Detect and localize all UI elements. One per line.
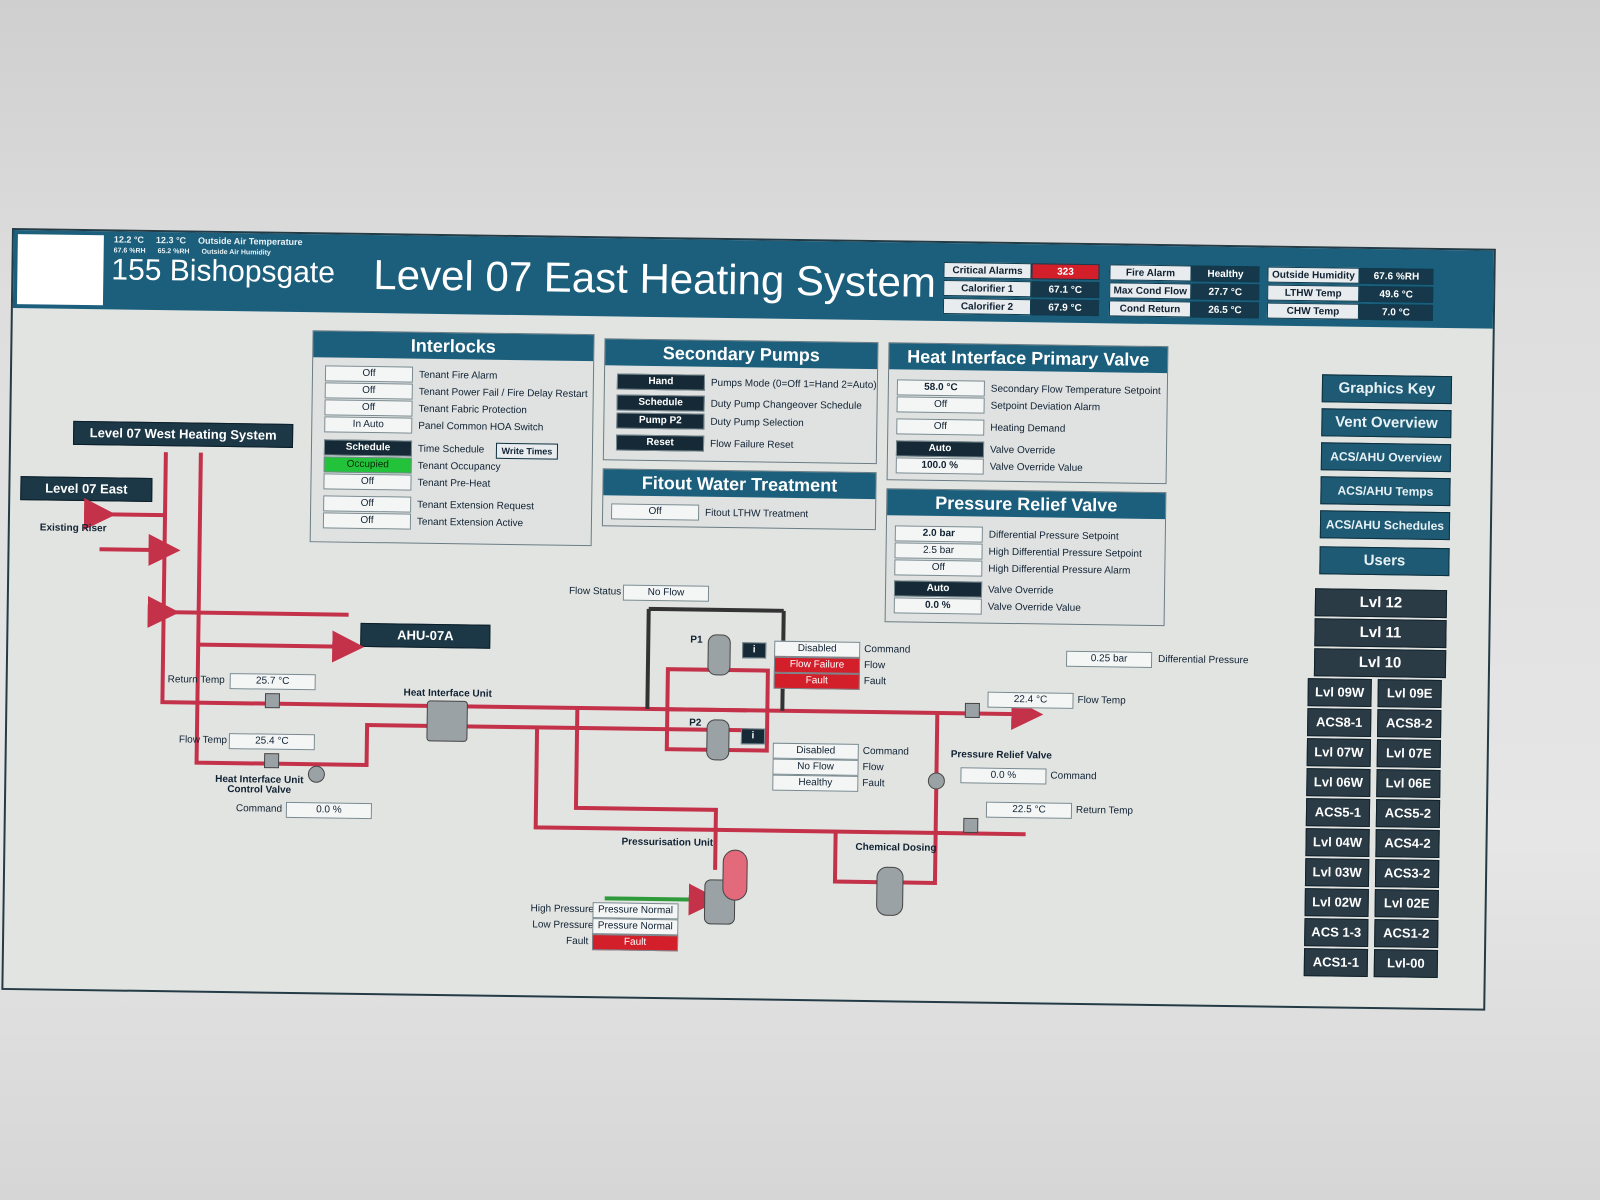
level-button[interactable]: Lvl 03W (1304, 858, 1370, 888)
lvl-11-button[interactable]: Lvl 11 (1314, 618, 1447, 649)
graphics-key-button[interactable]: Graphics Key (1321, 374, 1453, 405)
level-button[interactable]: Lvl-00 (1373, 949, 1439, 978)
level-button[interactable]: Lvl 02W (1304, 888, 1369, 918)
chw-temp-value: 7.0 °C (1358, 303, 1434, 321)
outside-humidity-value: 67.6 %RH (1359, 267, 1434, 285)
sec-flow-temp-label: Flow Temp (1077, 694, 1126, 707)
high-pressure-label: High Pressure (530, 903, 594, 916)
level-button[interactable]: ACS1-1 (1303, 948, 1369, 978)
return-temp-label: Return Temp (167, 674, 225, 687)
p1-flow-label: Flow (863, 659, 886, 672)
pump-p1-label: P1 (690, 634, 703, 646)
p2-command-status: Disabled (772, 742, 859, 760)
diff-pressure-value: 0.25 bar (1065, 650, 1153, 668)
high-pressure-value: Pressure Normal (592, 902, 679, 920)
prv-command-label: Command (1050, 770, 1097, 783)
low-pressure-value: Pressure Normal (592, 918, 679, 936)
hiu-command-label: Command (235, 803, 283, 815)
pump-p2-icon (706, 719, 730, 761)
sec-return-temp-label: Return Temp (1075, 804, 1134, 817)
diff-pressure-label: Differential Pressure (1158, 654, 1249, 667)
p2-flow-status: No Flow (772, 758, 859, 776)
acs-schedules-button[interactable]: ACS/AHU Schedules (1319, 510, 1451, 541)
level-button[interactable]: Lvl 02E (1374, 889, 1439, 918)
flow-status-value: No Flow (622, 584, 710, 602)
level-button[interactable]: ACS5-2 (1375, 799, 1441, 828)
acs-overview-button[interactable]: ACS/AHU Overview (1320, 442, 1452, 473)
flow-temp-value: 25.4 °C (228, 733, 315, 751)
lvl-10-button[interactable]: Lvl 10 (1313, 648, 1447, 679)
level-button[interactable]: ACS5-1 (1305, 798, 1371, 828)
sec-return-sensor-icon (963, 817, 979, 834)
level-button[interactable]: ACS1-2 (1374, 919, 1439, 948)
p1-fault-label: Fault (863, 675, 887, 688)
pump-p1-icon (707, 634, 731, 676)
pipe-schematic (83, 452, 1044, 925)
lthw-temp-value: 49.6 °C (1359, 285, 1434, 303)
sec-return-temp-value: 22.5 °C (985, 801, 1073, 819)
return-pipe (160, 452, 748, 713)
pump-p2-label: P2 (689, 717, 702, 729)
acs-temps-button[interactable]: ACS/AHU Temps (1320, 476, 1451, 507)
level-button[interactable]: Lvl 09W (1307, 678, 1372, 708)
level-button[interactable]: Lvl 07W (1306, 738, 1371, 768)
hiu-label: Heat Interface Unit (403, 687, 492, 700)
p1-info-icon[interactable]: i (742, 642, 767, 659)
prv-command-value[interactable]: 0.0 % (960, 767, 1047, 785)
sec-flow-temp-value: 22.4 °C (987, 691, 1074, 709)
p2-flow-label: Flow (862, 761, 884, 774)
level-button[interactable]: ACS8-2 (1377, 709, 1442, 739)
p1-flow-status: Flow Failure (773, 656, 861, 674)
prv-valve-icon (927, 772, 945, 790)
level-button[interactable]: ACS 1-3 (1304, 918, 1369, 948)
p1-command-label: Command (864, 643, 911, 656)
level-button[interactable]: ACS4-2 (1375, 829, 1440, 858)
p2-info-icon[interactable]: i (740, 728, 766, 745)
flow-status-label: Flow Status (568, 585, 622, 598)
prv-schematic-label: Pressure Relief Valve (950, 749, 1052, 762)
p1-command-status: Disabled (774, 640, 861, 658)
p2-fault-status: Healthy (772, 774, 859, 792)
flow-sensor-icon (263, 753, 280, 769)
level-button[interactable]: Lvl 07E (1376, 739, 1441, 768)
level-button[interactable]: Lvl 06W (1306, 768, 1371, 798)
flow-pipe (194, 452, 748, 768)
sec-flow-sensor-icon (964, 702, 980, 719)
chemical-dosing-icon (876, 866, 904, 916)
level-button[interactable]: Lvl 09E (1377, 679, 1442, 709)
p1-fault-status: Fault (773, 672, 860, 690)
level-button[interactable]: Lvl 04W (1305, 828, 1370, 858)
p2-command-label: Command (862, 745, 909, 758)
level-button[interactable]: ACS3-2 (1374, 859, 1440, 888)
chemical-dosing-label: Chemical Dosing (855, 841, 937, 854)
low-pressure-label: Low Pressure (532, 919, 594, 932)
pu-fault-value: Fault (591, 934, 679, 952)
expansion-vessel-icon (722, 849, 748, 901)
vent-overview-button[interactable]: Vent Overview (1321, 408, 1452, 439)
existing-riser-label: Existing Riser (39, 522, 107, 535)
p2-fault-label: Fault (862, 777, 885, 790)
secondary-return (533, 727, 1026, 837)
pu-fault-label: Fault (566, 935, 589, 948)
users-button[interactable]: Users (1319, 546, 1450, 577)
lvl-12-button[interactable]: Lvl 12 (1314, 588, 1448, 619)
return-sensor-icon (264, 693, 281, 709)
hiu-command-value[interactable]: 0.0 % (285, 801, 373, 820)
heat-interface-unit-icon (426, 700, 468, 742)
hiu-valve-label: Heat Interface Unit Control Valve (215, 773, 304, 796)
level-button[interactable]: ACS8-1 (1307, 708, 1372, 738)
hiu-control-valve-icon (307, 765, 325, 783)
flow-temp-label: Flow Temp (178, 734, 228, 747)
return-temp-value: 25.7 °C (229, 673, 316, 691)
level-button[interactable]: Lvl 06E (1376, 769, 1441, 798)
pressurisation-unit-label: Pressurisation Unit (621, 836, 714, 849)
